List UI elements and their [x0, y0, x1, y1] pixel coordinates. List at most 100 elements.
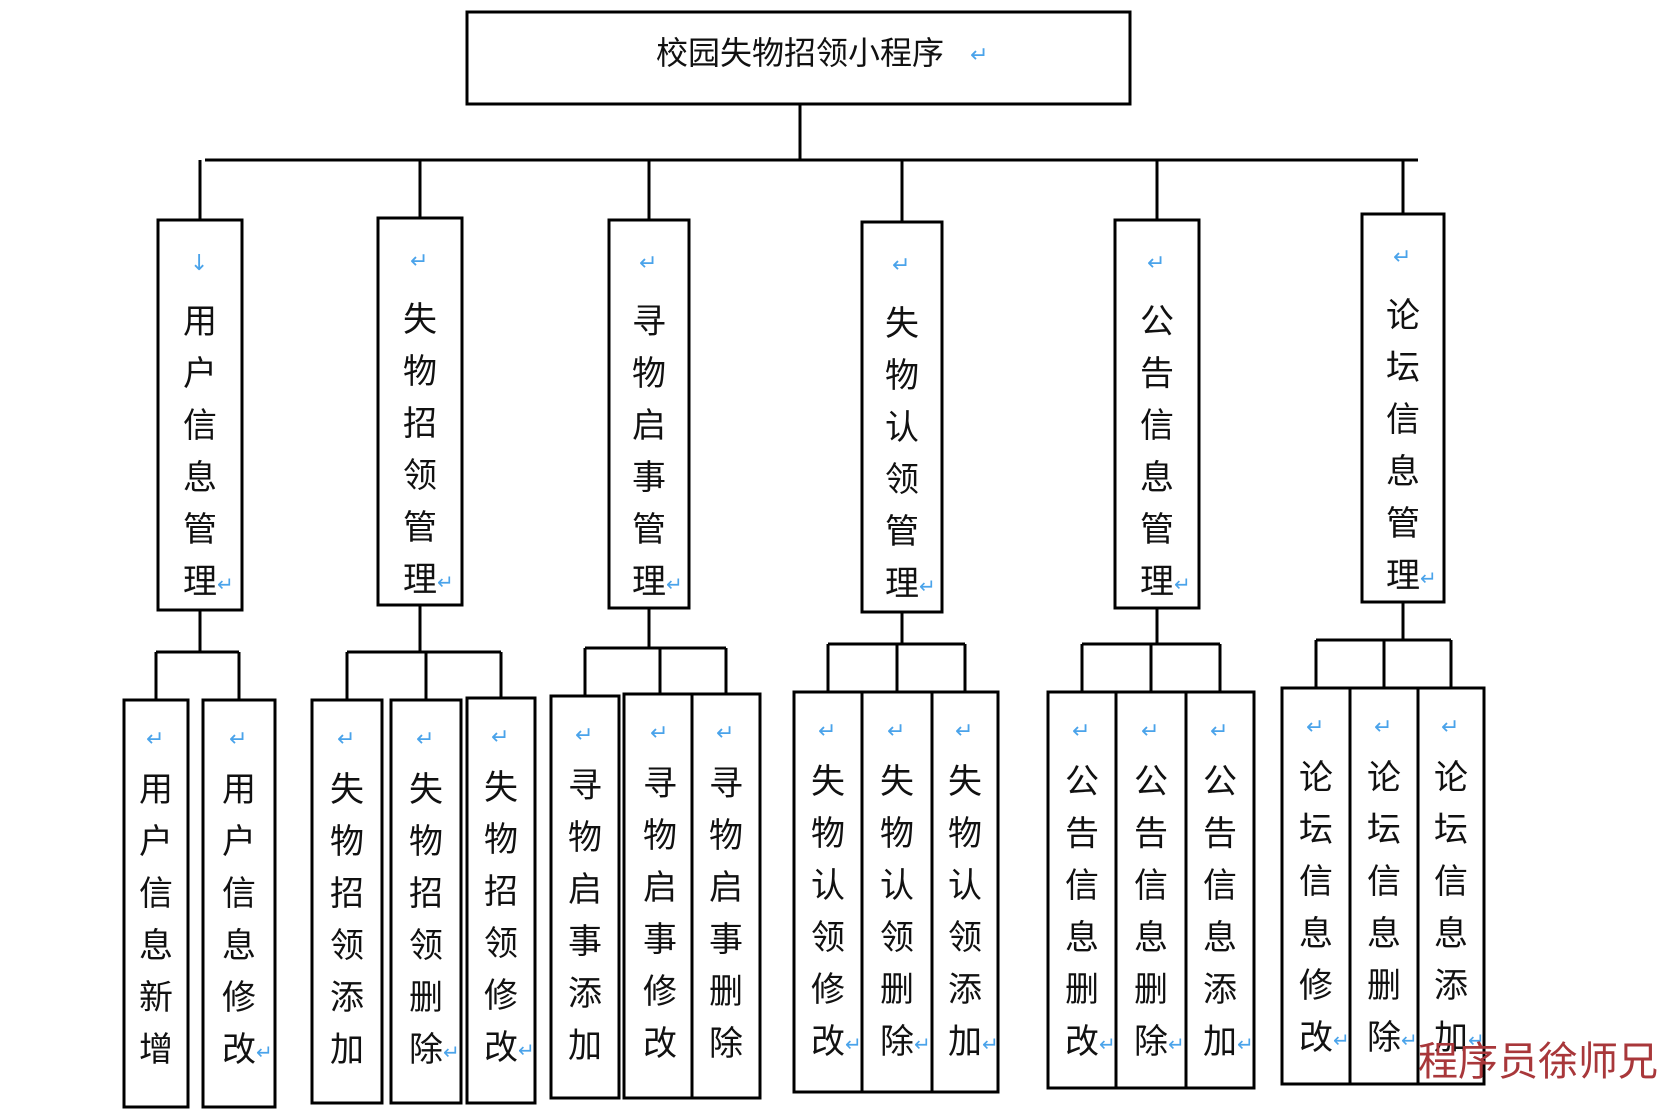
module-node-top-paragraph-mark: ↓	[190, 251, 208, 276]
child-node-top-paragraph-mark: ↵	[955, 719, 973, 744]
module-node-end-paragraph-mark: ↵	[217, 572, 234, 596]
child-node-end-paragraph-mark: ↵	[1468, 1028, 1485, 1052]
child-node-char: 失	[484, 768, 518, 808]
child-node-char: 添	[948, 970, 982, 1010]
child-node-char: 息	[1434, 914, 1468, 954]
child-node-char: 修	[1299, 966, 1333, 1006]
child-node-end-paragraph-mark: ↵	[1168, 1032, 1185, 1056]
module-node-char: 启	[632, 406, 666, 446]
module-node-char: 管	[183, 510, 217, 550]
child-node-char: 领	[484, 924, 518, 964]
child-node-char: 告	[1134, 814, 1168, 854]
child-node-char: 加	[948, 1022, 982, 1062]
child-node-char: 信	[1065, 866, 1099, 906]
module-node-char: 理	[1386, 556, 1420, 596]
module-node-end-paragraph-mark: ↵	[1174, 572, 1191, 596]
child-node-char: 认	[811, 866, 845, 906]
child-node-end-paragraph-mark: ↵	[256, 1040, 273, 1064]
child-node-char: 用	[222, 770, 256, 810]
child-node-end-paragraph-mark: ↵	[443, 1040, 460, 1064]
module-node-char: 管	[1386, 504, 1420, 544]
child-node-box	[622, 692, 698, 1100]
module-node-char: 理	[632, 562, 666, 602]
child-node-char: 公	[1134, 762, 1168, 802]
child-node-char: 改	[484, 1028, 518, 1068]
child-node-box	[549, 694, 621, 1100]
module-node-char: 管	[403, 508, 437, 548]
child-node-char: 领	[409, 926, 443, 966]
child-node-char: 寻	[568, 766, 602, 806]
module-node-box	[156, 218, 244, 612]
child-node-char: 息	[222, 926, 256, 966]
child-node-box	[201, 698, 277, 1109]
module-node-char: 理	[1140, 562, 1174, 602]
child-node-char: 信	[1203, 866, 1237, 906]
module-node-top-paragraph-mark: ↵	[639, 251, 657, 276]
child-node-char: 招	[409, 874, 443, 914]
module-node-char: 理	[885, 564, 919, 604]
child-node-char: 论	[1299, 758, 1333, 798]
child-node-char: 添	[330, 978, 364, 1018]
child-node-char: 物	[811, 814, 845, 854]
child-node-char: 删	[1134, 970, 1168, 1010]
child-node-char: 除	[1134, 1022, 1168, 1062]
child-node-end-paragraph-mark: ↵	[1333, 1028, 1350, 1052]
connector-lines	[154, 104, 1453, 700]
child-node-top-paragraph-mark: ↵	[146, 727, 164, 752]
child-node-char: 告	[1203, 814, 1237, 854]
child-node-char: 除	[1367, 1018, 1401, 1058]
root-node-box	[465, 10, 1132, 106]
child-node-top-paragraph-mark: ↵	[491, 725, 509, 750]
module-node-end-paragraph-mark: ↵	[919, 574, 936, 598]
child-node-char: 坛	[1299, 810, 1333, 850]
child-node-box	[1184, 690, 1256, 1090]
child-node-char: 物	[330, 822, 364, 862]
child-node-char: 改	[811, 1022, 845, 1062]
child-node-char: 失	[880, 762, 914, 802]
child-node-top-paragraph-mark: ↵	[416, 727, 434, 752]
child-node-char: 启	[568, 870, 602, 910]
module-node-char: 领	[885, 460, 919, 500]
child-node-box	[690, 692, 762, 1100]
child-node-top-paragraph-mark: ↵	[887, 719, 905, 744]
child-node-char: 信	[1299, 862, 1333, 902]
module-node-char: 管	[632, 510, 666, 550]
child-node-char: 添	[568, 974, 602, 1014]
child-node-top-paragraph-mark: ↵	[1374, 715, 1392, 740]
child-node-top-paragraph-mark: ↵	[1141, 719, 1159, 744]
child-node-char: 户	[222, 822, 256, 862]
child-node-char: 删	[409, 978, 443, 1018]
module-node-char: 公	[1140, 302, 1174, 342]
child-node-char: 除	[409, 1030, 443, 1070]
root-node-title: 校园失物招领小程序	[656, 34, 944, 72]
child-node-top-paragraph-mark: ↵	[1306, 715, 1324, 740]
child-node-char: 除	[880, 1022, 914, 1062]
child-node-char: 领	[948, 918, 982, 958]
module-node-char: 物	[885, 356, 919, 396]
child-node-top-paragraph-mark: ↵	[650, 721, 668, 746]
child-node-char: 招	[484, 872, 518, 912]
child-node-top-paragraph-mark: ↵	[1072, 719, 1090, 744]
watermark: 程序员徐师兄	[1418, 1039, 1658, 1085]
child-node-char: 物	[643, 816, 677, 856]
module-node-char: 管	[1140, 510, 1174, 550]
child-node-end-paragraph-mark: ↵	[1099, 1032, 1116, 1056]
module-node-top-paragraph-mark: ↵	[1393, 245, 1411, 270]
child-node-top-paragraph-mark: ↵	[337, 727, 355, 752]
child-node-top-paragraph-mark: ↵	[1441, 715, 1459, 740]
child-node-char: 寻	[709, 764, 743, 804]
child-node-box	[389, 698, 463, 1105]
child-node-box	[465, 696, 537, 1105]
child-node-top-paragraph-mark: ↵	[818, 719, 836, 744]
child-node-char: 物	[709, 816, 743, 856]
